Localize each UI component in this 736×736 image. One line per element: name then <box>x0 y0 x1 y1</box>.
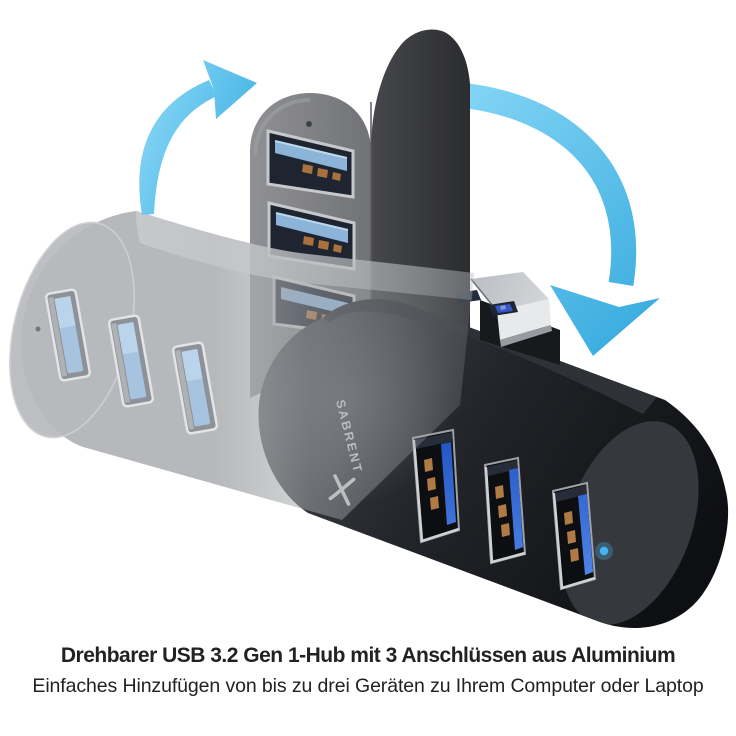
caption-block: Drehbarer USB 3.2 Gen 1-Hub mit 3 Anschl… <box>0 644 736 698</box>
main-hub-usb-port <box>411 428 461 544</box>
rotation-arrow-right-icon <box>445 81 660 356</box>
port-tongue <box>275 141 347 171</box>
ghost-hub <box>8 211 474 520</box>
plug-top-face <box>471 272 549 311</box>
port-tongue-highlight <box>274 140 348 159</box>
vertical-hub-usb-port <box>266 129 355 199</box>
port-pins <box>424 458 439 510</box>
plug-contact-glint <box>500 305 506 310</box>
usb-plug-connector <box>455 272 560 365</box>
port-pins <box>302 164 341 181</box>
port-left-strip <box>111 322 131 403</box>
ghost-hub-led-hole <box>35 326 41 332</box>
power-led-indicator <box>599 546 609 556</box>
ghost-usb-port <box>107 314 155 408</box>
port-tongue-highlight <box>275 212 349 231</box>
port-tongue-highlight <box>117 322 139 355</box>
arrow-shaft <box>445 81 637 286</box>
port-tongue <box>578 494 593 575</box>
ghost-usb-port <box>171 341 219 435</box>
port-left-strip <box>48 296 68 377</box>
plug-bottom-lip <box>500 325 552 347</box>
port-inner-shadow <box>487 460 518 476</box>
product-subheadline: Einfaches Hinzufügen von bis zu drei Ger… <box>32 675 704 697</box>
ghost-usb-port <box>44 288 92 382</box>
port-inner-shadow <box>415 432 453 449</box>
port-tongue-highlight <box>181 349 203 382</box>
ghost-hub-top-face <box>136 211 474 300</box>
port-left-strip <box>175 349 195 430</box>
port-pins <box>564 511 579 562</box>
port-tongue <box>509 468 523 550</box>
rotation-arrow-left-icon <box>139 60 257 215</box>
port-pins <box>303 236 342 253</box>
main-hub-usb-port <box>483 456 527 565</box>
port-frame-highlight <box>412 439 460 543</box>
arrow-head <box>203 60 257 119</box>
port-inner-shadow <box>555 485 587 502</box>
main-hub-usb-port <box>551 481 597 591</box>
port-tongue <box>441 442 456 525</box>
main-hub-end-cap-face <box>561 421 699 625</box>
product-headline: Drehbarer USB 3.2 Gen 1-Hub mit 3 Anschl… <box>60 644 676 667</box>
arrow-head <box>550 285 660 356</box>
port-tongue-highlight <box>54 296 76 329</box>
port-tongue <box>276 213 348 243</box>
port-frame-highlight <box>552 492 596 590</box>
port-frame-highlight <box>484 466 526 564</box>
vertical-hub-led-hole <box>306 121 312 127</box>
arrow-tail <box>139 80 217 215</box>
vertical-hub-top-highlight <box>253 98 311 156</box>
port-pins <box>495 485 510 537</box>
